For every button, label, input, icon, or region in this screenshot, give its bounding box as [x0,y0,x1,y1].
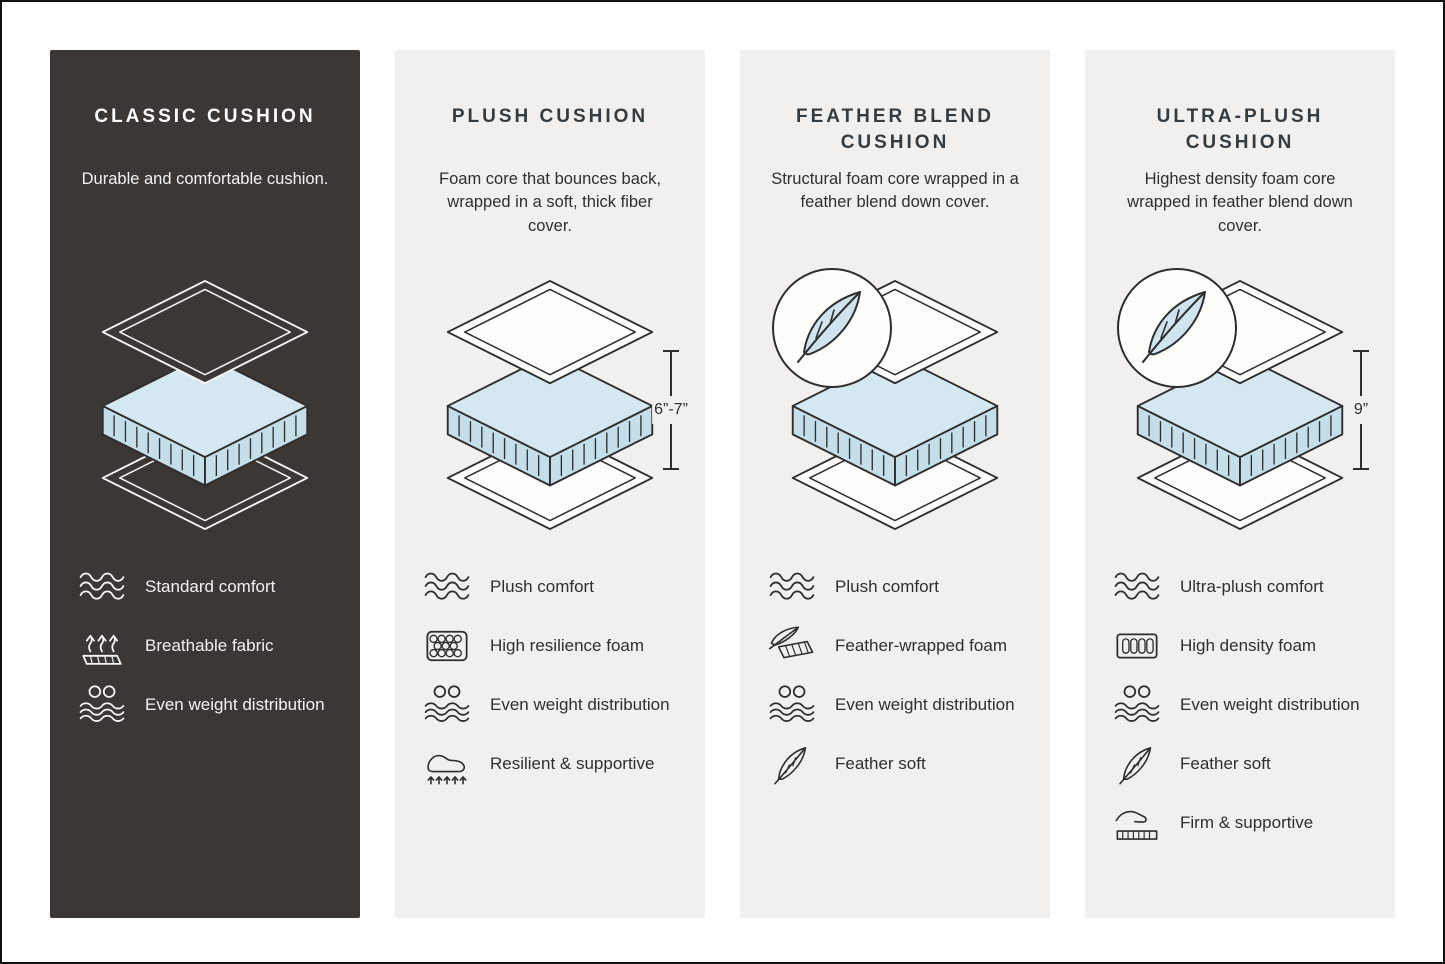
cushion-diagram: 6”-7” [423,266,690,538]
dimension-cap [663,350,679,352]
panel-description: Foam core that bounces back, wrapped in … [439,170,661,235]
feature-list: Plush comfort Feather-wrapped foam Even … [767,564,1023,787]
resilient-supportive-icon [427,754,467,785]
cushion-layers-illustration [447,280,653,530]
feature-list: Standard comfort Breathable fabric Even … [77,564,333,728]
feature-label: Plush comfort [490,577,594,597]
firm-supportive-icon [1115,810,1158,840]
dimension-cap [663,468,679,470]
feature-label: Breathable fabric [145,636,274,656]
feature-label: Even weight distribution [1180,695,1360,715]
panel-description: Structural foam core wrapped in a feathe… [771,170,1019,212]
feature-label: Resilient & supportive [490,754,655,774]
panel-title: ULTRA-PLUSH CUSHION [1156,106,1324,153]
feature-list: Plush comfort High resilience foam Even … [422,564,678,787]
height-dimension: 6”-7” [652,350,690,470]
waves-icon [79,572,125,600]
cushion-diagram [78,266,332,538]
feature-label: Standard comfort [145,577,276,597]
breathable-fabric-icon [82,634,122,665]
feature-label: Even weight distribution [145,695,325,715]
cushion-layers-illustration [102,280,308,530]
panel-title: FEATHER BLEND CUSHION [795,106,995,153]
feature-item: Feather-wrapped foam [767,623,1023,669]
feature-item: Firm & supportive [1112,800,1368,846]
dimension-label: 9” [1351,396,1371,424]
feature-label: Even weight distribution [835,695,1015,715]
high-density-foam-icon [1116,633,1158,659]
feature-item: Resilient & supportive [422,741,678,787]
even-weight-icon [79,685,125,722]
dimension-cap [1353,350,1369,352]
feature-item: Even weight distribution [767,682,1023,728]
feather-badge-icon [1118,269,1236,387]
feature-label: Plush comfort [835,577,939,597]
feature-item: Plush comfort [767,564,1023,610]
feature-item: Even weight distribution [77,682,333,728]
feature-label: High resilience foam [490,636,645,656]
feather-wrapped-foam-icon [768,626,814,659]
panel-title: PLUSH CUSHION [451,106,649,127]
feature-label: Feather soft [835,754,926,774]
feature-item: High resilience foam [422,623,678,669]
feature-label: Even weight distribution [490,695,670,715]
feature-item: High density foam [1112,623,1368,669]
panel-description: Highest density foam core wrapped in fea… [1127,170,1353,235]
panel-classic-cushion: CLASSIC CUSHION Durable and comfortable … [50,50,360,918]
feature-item: Feather soft [767,741,1023,787]
height-dimension: 9” [1351,350,1371,470]
feather-icon [1119,747,1152,785]
feather-badge-icon [773,269,891,387]
feature-item: Even weight distribution [1112,682,1368,728]
even-weight-icon [769,685,815,722]
panel-ultra-plush-cushion: ULTRA-PLUSH CUSHION Highest density foam… [1085,50,1395,918]
waves-icon [424,572,470,600]
cushion-diagram: 9” [1113,266,1371,538]
feature-label: Firm & supportive [1180,813,1314,833]
cushion-diagram [768,266,1022,538]
feature-item: Standard comfort [77,564,333,610]
feature-label: Feather soft [1180,754,1271,774]
feature-item: Even weight distribution [422,682,678,728]
feature-list: Ultra-plush comfort High density foam Ev… [1112,564,1368,846]
feature-item: Plush comfort [422,564,678,610]
feature-label: High density foam [1180,636,1317,656]
even-weight-icon [424,685,470,722]
feature-label: Feather-wrapped foam [835,636,1007,656]
resilience-foam-icon [426,630,468,662]
panel-feather-blend-cushion: FEATHER BLEND CUSHION Structural foam co… [740,50,1050,918]
panel-plush-cushion: PLUSH CUSHION Foam core that bounces bac… [395,50,705,918]
even-weight-icon [1114,685,1160,722]
dimension-cap [1353,468,1369,470]
feature-label: Ultra-plush comfort [1180,577,1324,597]
feature-item: Breathable fabric [77,623,333,669]
waves-icon [1114,572,1160,600]
dimension-label: 6”-7” [652,396,690,424]
panel-title: CLASSIC CUSHION [94,106,316,127]
feature-item: Ultra-plush comfort [1112,564,1368,610]
panel-description: Durable and comfortable cushion. [81,170,329,188]
waves-icon [769,572,815,600]
feather-icon [774,747,807,785]
feature-item: Feather soft [1112,741,1368,787]
